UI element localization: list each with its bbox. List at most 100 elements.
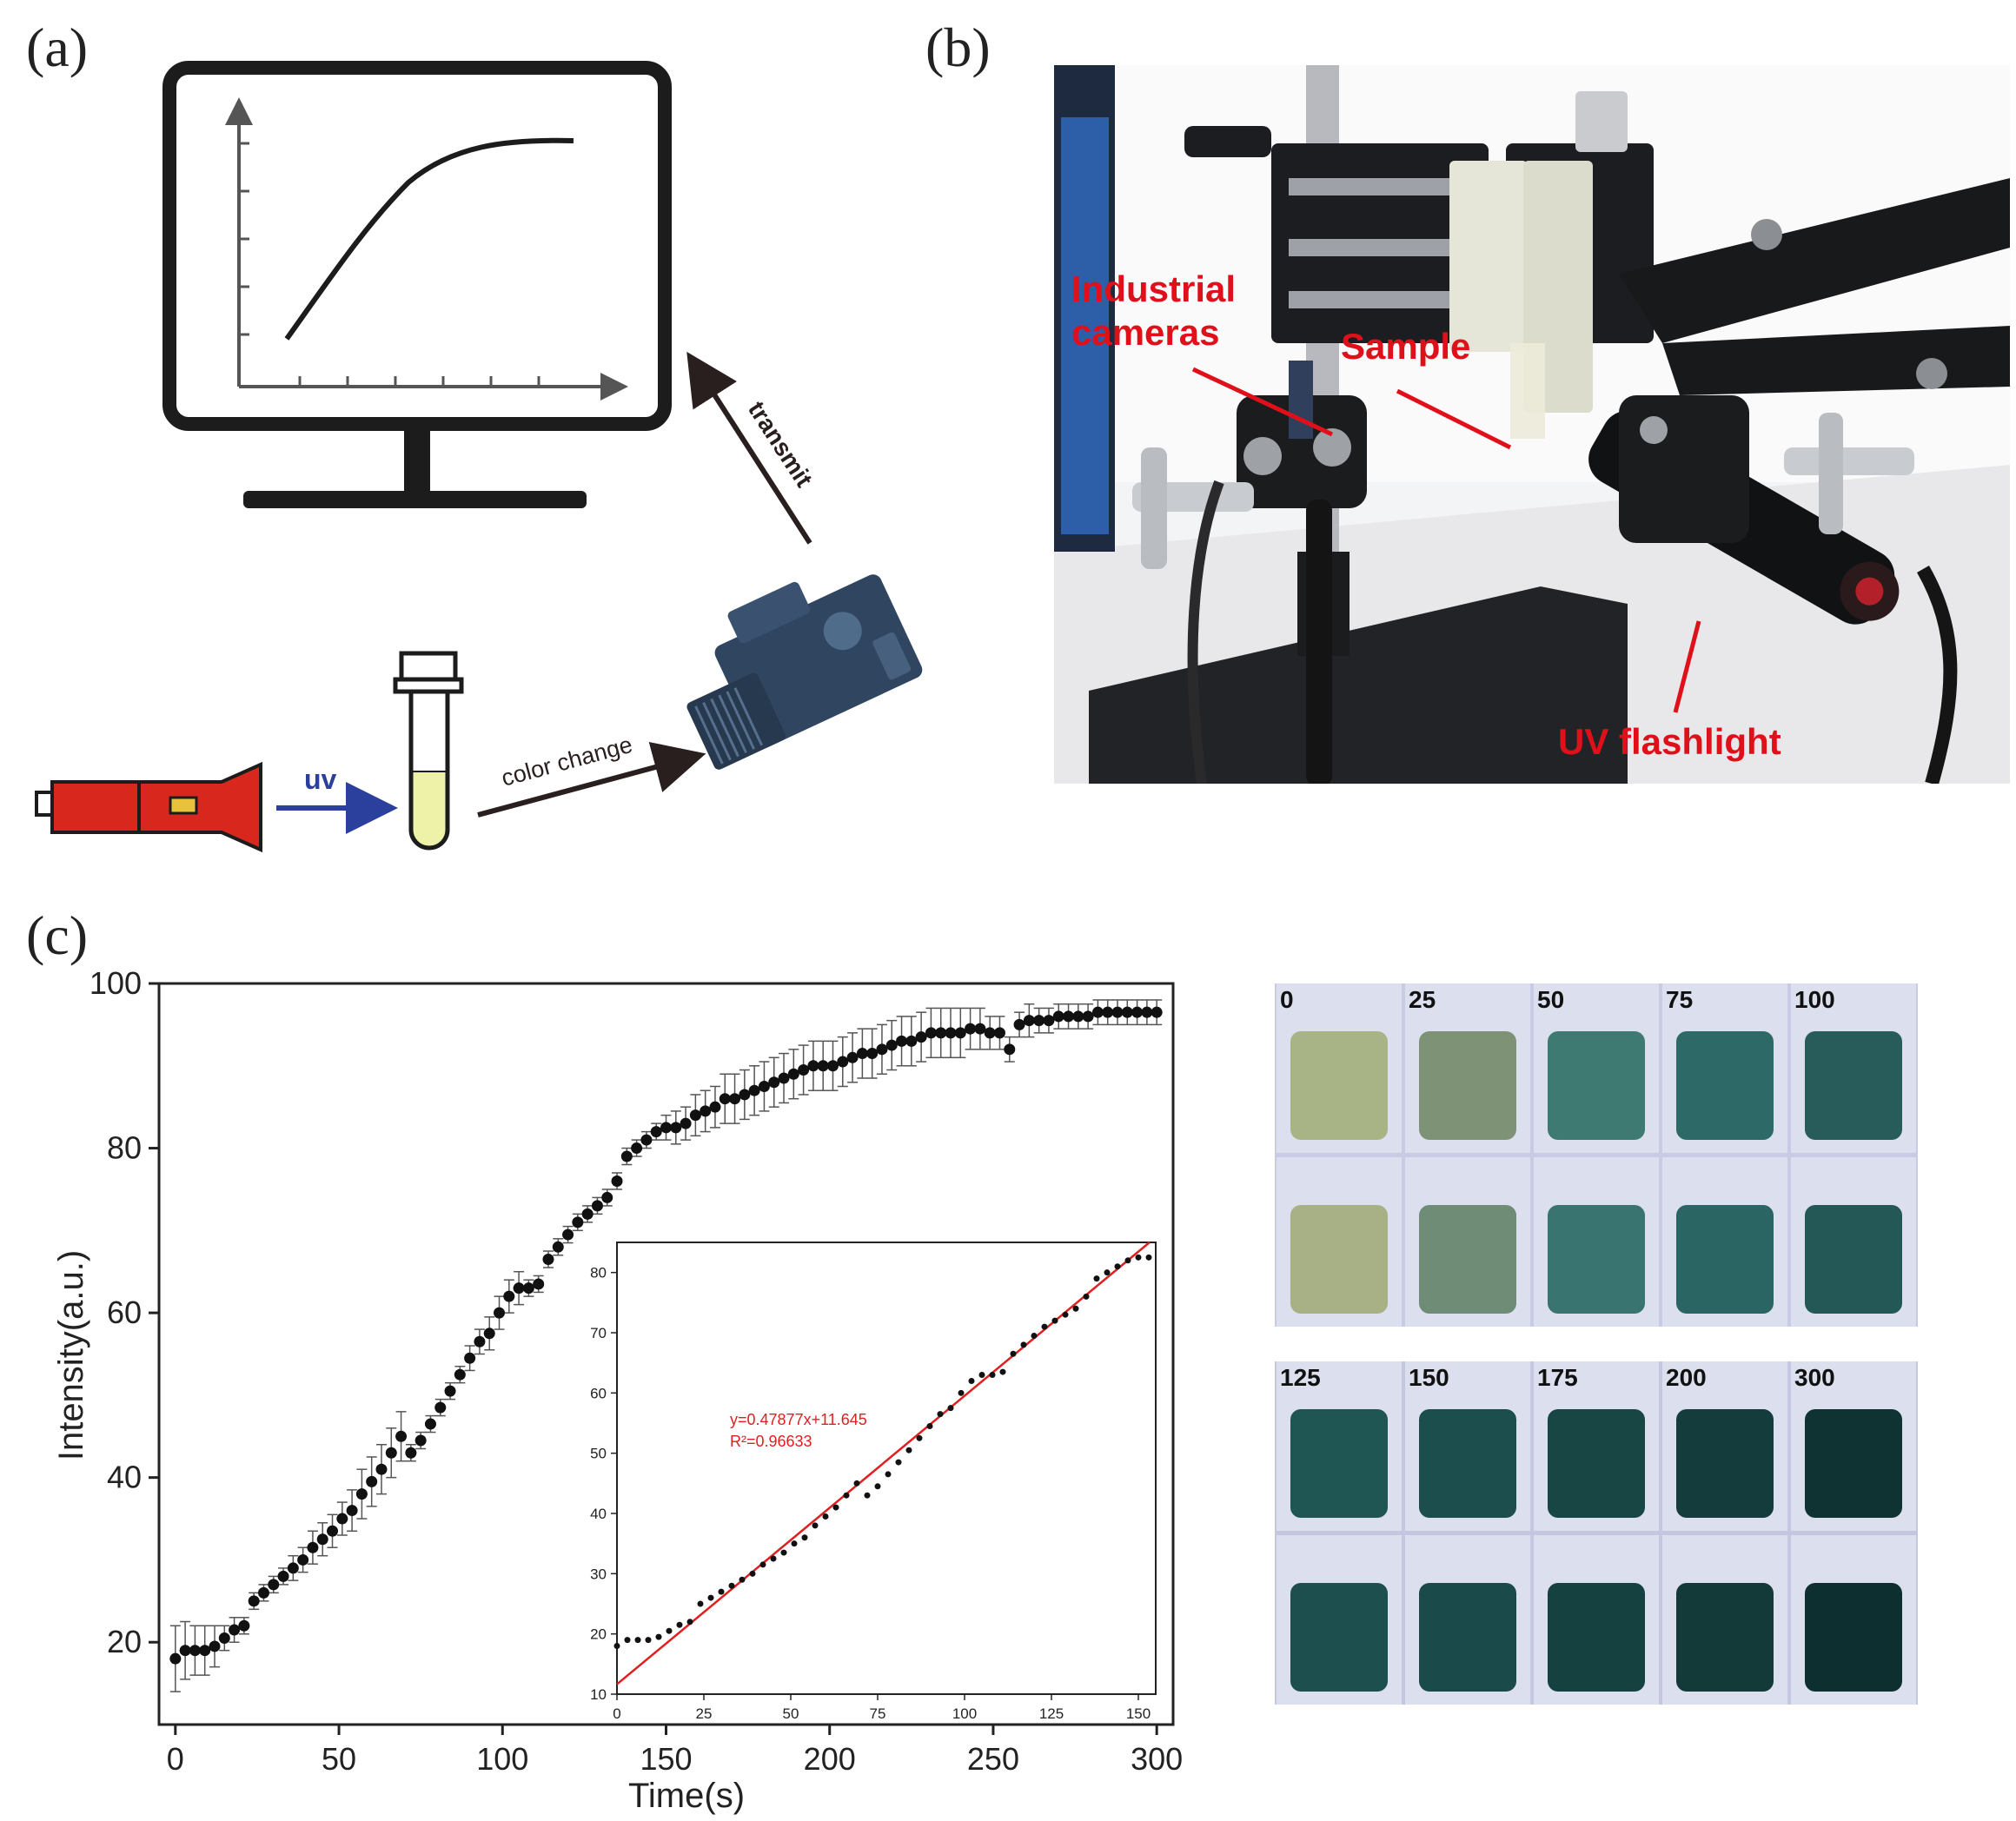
data-point: [209, 1640, 221, 1652]
bottom-row1-vial-liquid: [1290, 1409, 1388, 1518]
data-point: [984, 1027, 996, 1039]
schematic-svg: uv color change transmit: [35, 61, 923, 853]
x-axis-label: Time(s): [628, 1777, 745, 1815]
data-point: [1151, 1006, 1163, 1018]
data-point: [700, 1105, 712, 1117]
top-row1-vial-liquid: [1805, 1031, 1902, 1140]
inset-data-point: [613, 1643, 620, 1650]
inset-y-tick-label: 30: [590, 1566, 607, 1582]
data-point: [620, 1150, 633, 1162]
data-point: [336, 1513, 348, 1525]
inset-data-point: [874, 1483, 881, 1490]
top-row1-vial-liquid: [1290, 1031, 1388, 1140]
data-point: [375, 1463, 388, 1475]
uv-flashlight-pointer: [1673, 620, 1701, 713]
data-point: [257, 1586, 269, 1599]
sample-pointer: [1396, 388, 1512, 450]
data-point: [993, 1027, 1005, 1039]
bottom-row2-vial-liquid: [1290, 1583, 1388, 1692]
inset-data-point: [926, 1422, 933, 1429]
inset-data-points: [613, 1254, 1152, 1650]
inset-data-point: [624, 1637, 631, 1644]
inset-y-tick-label: 70: [590, 1325, 607, 1341]
uv-flashlight-label: UV flashlight: [1558, 721, 1781, 762]
transmit-label: transmit: [743, 396, 818, 492]
data-point: [414, 1434, 427, 1447]
panel-a-schematic: uv color change transmit: [0, 0, 1025, 877]
monitor-icon: [162, 61, 672, 508]
top-row1-time-label: 25: [1409, 986, 1436, 1013]
inset-data-point: [770, 1555, 777, 1562]
data-point: [778, 1072, 790, 1084]
sample-label: Sample: [1341, 326, 1470, 367]
inset-data-point: [634, 1637, 641, 1644]
data-point: [826, 1060, 839, 1072]
inset-data-point: [728, 1582, 735, 1589]
data-point: [885, 1039, 898, 1051]
inset-data-point: [1072, 1305, 1079, 1312]
bottom-row1-time-label: 300: [1794, 1364, 1835, 1391]
data-point: [787, 1068, 799, 1080]
data-point: [974, 1023, 986, 1035]
top-row1-time-label: 50: [1537, 986, 1564, 1013]
inset-y-tick-label: 40: [590, 1506, 607, 1522]
top-row2-vial-liquid: [1290, 1205, 1388, 1314]
inset-x-tick-label: 75: [870, 1705, 886, 1722]
inset-data-point: [916, 1434, 923, 1441]
inset-data-point: [843, 1492, 850, 1499]
inset-data-point: [686, 1619, 693, 1626]
x-tick-label: 250: [967, 1741, 1019, 1777]
inset-data-point: [968, 1377, 975, 1384]
data-point: [199, 1645, 211, 1657]
top-row1-vial-liquid: [1419, 1031, 1516, 1140]
data-point: [631, 1142, 643, 1155]
data-point: [670, 1122, 682, 1134]
inset-data-point: [666, 1627, 673, 1634]
inset-data-point: [832, 1504, 839, 1511]
data-point: [1111, 1006, 1124, 1018]
data-point: [945, 1027, 957, 1039]
inset-data-point: [655, 1633, 662, 1640]
industrial-cameras-label-line1: Industrial: [1071, 268, 1236, 309]
inset-data-point: [978, 1372, 985, 1379]
data-point: [327, 1525, 339, 1537]
data-point: [503, 1290, 515, 1302]
camera-icon: [686, 574, 923, 770]
fit-r-squared: R²=0.96633: [730, 1433, 812, 1450]
data-point: [395, 1430, 408, 1442]
inset-x-tick-label: 25: [696, 1705, 713, 1722]
data-point: [494, 1307, 506, 1319]
inset-data-point: [864, 1492, 871, 1499]
main-data-points: [169, 1006, 1163, 1665]
panel-b-apparatus-photo: Industrial cameras Sample UV flashlight: [1054, 65, 2010, 784]
inset-x-tick-label: 150: [1126, 1705, 1151, 1722]
x-tick-label: 300: [1131, 1741, 1183, 1777]
y-tick-label: 20: [107, 1624, 142, 1659]
y-tick-label: 40: [107, 1460, 142, 1495]
data-point: [1121, 1006, 1133, 1018]
data-point: [768, 1076, 780, 1089]
data-point: [562, 1228, 574, 1241]
inset-x-tick-label: 50: [783, 1705, 799, 1722]
inset-data-point: [1041, 1323, 1048, 1330]
x-tick-label: 0: [167, 1741, 184, 1777]
data-point: [601, 1191, 613, 1203]
data-point: [385, 1447, 397, 1459]
x-tick-label: 200: [804, 1741, 856, 1777]
top-row1-vial-liquid: [1676, 1031, 1774, 1140]
data-point: [866, 1048, 879, 1060]
data-point: [552, 1241, 564, 1253]
data-point: [758, 1080, 770, 1092]
inset-data-point: [791, 1540, 798, 1547]
inset-data-point: [1135, 1254, 1142, 1261]
data-point: [355, 1488, 368, 1500]
panel-label-c: (c): [26, 904, 89, 966]
data-point: [1072, 1010, 1084, 1023]
inset-x-tick-label: 0: [613, 1705, 620, 1722]
inset-data-point: [1145, 1254, 1152, 1261]
data-point: [483, 1328, 495, 1340]
data-point: [798, 1064, 810, 1076]
